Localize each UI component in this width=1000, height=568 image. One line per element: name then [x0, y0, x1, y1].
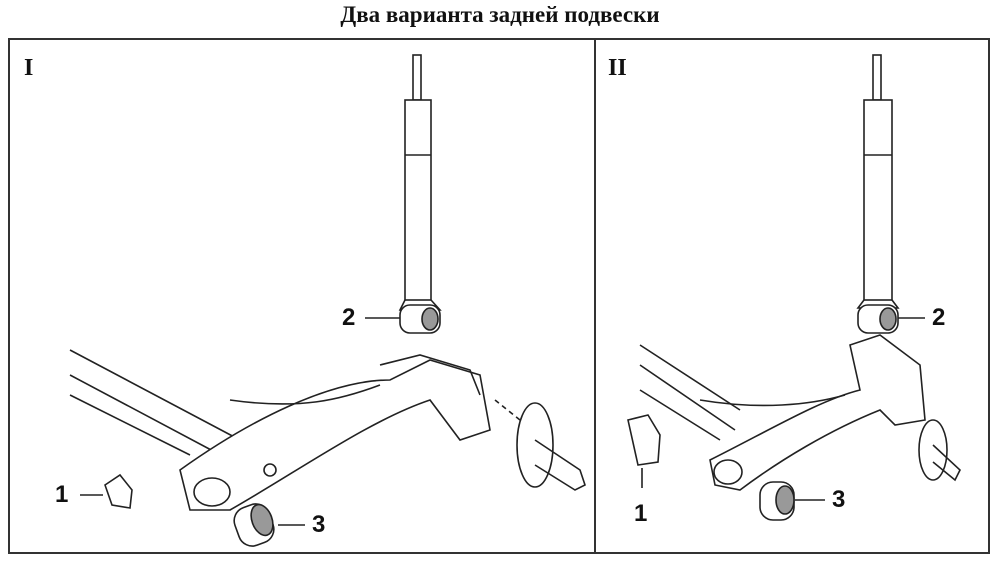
- panel-1-bushing-3: [233, 503, 275, 547]
- panel-1-callout-1: 1: [55, 481, 69, 508]
- panel-2-shock-absorber: [856, 54, 900, 334]
- panel-1-callout-2: 2: [342, 304, 356, 331]
- diagram-frame: [8, 38, 990, 554]
- panel-2-label: II: [608, 55, 627, 81]
- panel-2-callout-3: 3: [832, 486, 846, 513]
- panel-1-callout-3: 3: [312, 511, 326, 538]
- panel-2-callout-1: 1: [634, 500, 648, 527]
- panel-2-axle-beam: [639, 334, 926, 491]
- panel-1-shock-absorber: [398, 54, 442, 334]
- panel-divider: [594, 38, 596, 554]
- diagram-title: Два варианта задней подвески: [340, 2, 660, 27]
- panel-1-label: I: [24, 55, 34, 81]
- panel-2-bracket-1: [627, 414, 661, 466]
- panel-1-wheel-hub: [494, 399, 586, 491]
- panel-2-wheel-hub: [918, 419, 961, 482]
- panel-2-bushing-3: [759, 481, 795, 521]
- panel-1-axle-beam: [69, 349, 491, 511]
- panel-2-callout-2: 2: [932, 304, 946, 331]
- panel-1-bracket-1: [104, 473, 133, 509]
